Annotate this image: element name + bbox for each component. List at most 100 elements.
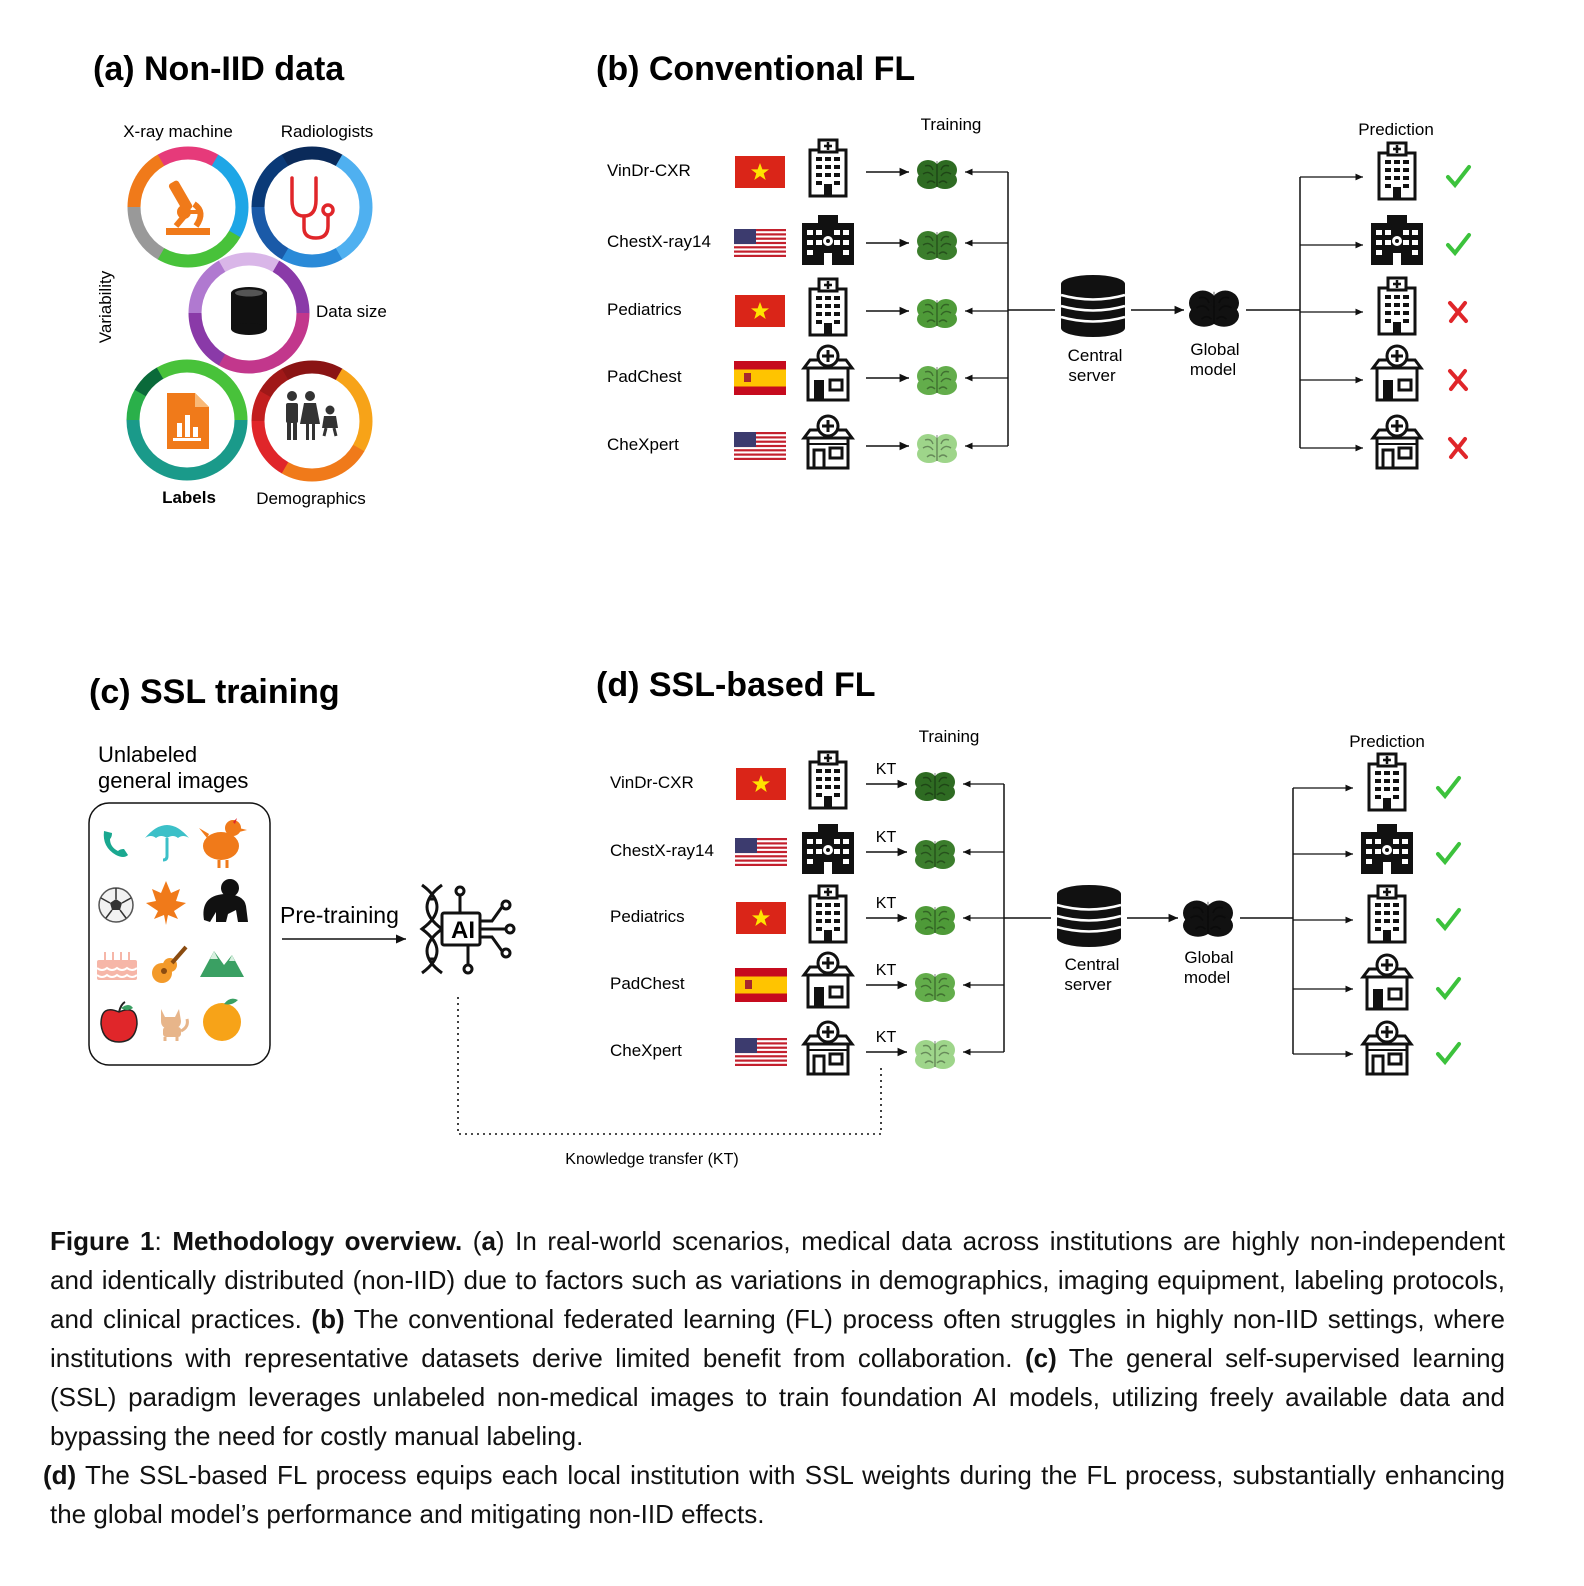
- ring-segment: [311, 461, 343, 482]
- cross-icon: [1448, 437, 1468, 459]
- stethoscope-icon: [290, 176, 335, 240]
- ai-dna-icon: [419, 883, 516, 975]
- panel-b-sites: VinDr-CXRChestX-ray14PediatricsPadChestC…: [607, 138, 958, 470]
- mountain-icon: [200, 951, 244, 977]
- prediction-hospital-icon: [1361, 1020, 1413, 1076]
- prediction-hospital-icon: [1367, 752, 1407, 812]
- panel-d-prediction-label: Prediction: [1349, 732, 1425, 751]
- gorilla-icon: [203, 879, 248, 922]
- radiologists-ring: [251, 146, 373, 268]
- ring-segment: [211, 230, 241, 260]
- local-model-brain-icon: [914, 839, 956, 870]
- ring-segment: [196, 336, 226, 366]
- guitar-icon: [152, 945, 188, 983]
- soccer-ball-icon: [98, 887, 134, 923]
- caption-b-label: (b): [301, 1304, 345, 1334]
- prediction-hospital-icon: [1371, 344, 1423, 402]
- caption-b-text: The conventional federated learning (FL)…: [50, 1304, 1505, 1373]
- hospital-icon: [808, 884, 848, 944]
- local-model-brain-icon: [914, 771, 956, 802]
- ring-segment: [187, 146, 219, 167]
- ring-segment: [126, 389, 147, 421]
- hospital-icon: [808, 138, 848, 198]
- ring-segment: [259, 154, 289, 184]
- flag-us-icon: [735, 1038, 787, 1066]
- check-icon: [1436, 842, 1461, 864]
- site-name: Pediatrics: [607, 300, 682, 319]
- ring-segment: [228, 176, 249, 208]
- ring-segment: [187, 247, 219, 268]
- caption-figure-label: Figure 1: [50, 1226, 155, 1256]
- flag-us-icon: [735, 838, 787, 866]
- prediction-hospital-icon: [1377, 141, 1417, 201]
- ring-segment: [289, 312, 310, 344]
- ring-segment: [248, 252, 280, 273]
- panel-b-global-model-icon: [1188, 289, 1240, 328]
- local-model-brain-icon: [916, 298, 958, 329]
- local-model-brain-icon: [916, 433, 958, 464]
- ring-segment: [259, 444, 289, 474]
- prediction-hospital-icon: [1371, 414, 1423, 470]
- site-name: CheXpert: [607, 435, 679, 454]
- chicken-icon: [199, 818, 247, 868]
- cat-icon: [161, 1009, 189, 1041]
- caption-d-text: The SSL-based FL process equips each loc…: [50, 1460, 1505, 1529]
- flag-vn-icon: [736, 902, 786, 934]
- labels-ring: [126, 359, 248, 481]
- panel-d-global-model-icon: [1182, 899, 1234, 938]
- umbrella-icon: [145, 825, 189, 862]
- ring-segment: [352, 420, 373, 452]
- kt-label: KT: [876, 829, 897, 846]
- ring-segment: [248, 353, 280, 374]
- local-model-brain-icon: [916, 365, 958, 396]
- prediction-hospital-icon: [1361, 824, 1413, 874]
- ring-segment: [272, 336, 302, 366]
- ring-segment: [210, 443, 240, 473]
- panel-b-server-label-1: Central: [1068, 346, 1123, 365]
- database-icon: [231, 287, 267, 335]
- ring-segment: [134, 443, 164, 473]
- site-row: PadChest: [607, 344, 958, 402]
- ring-segment: [352, 206, 373, 238]
- site-row: CheXpert: [607, 414, 958, 470]
- panel-b-global-label-2: model: [1190, 360, 1236, 379]
- panel-d-server-label-2: server: [1064, 975, 1112, 994]
- panel-b-training-label: Training: [921, 115, 982, 134]
- ring-segment: [259, 230, 289, 260]
- site-name: CheXpert: [610, 1041, 682, 1060]
- caption-a-text: In real-world scenarios, medical data ac…: [50, 1226, 1506, 1334]
- ring-segment: [127, 206, 148, 238]
- ring-segment: [126, 419, 147, 451]
- local-model-brain-icon: [916, 230, 958, 261]
- hospital-icon: [802, 824, 854, 874]
- ring-segment: [251, 176, 272, 208]
- microscope-icon: [166, 180, 210, 235]
- ring-segment: [281, 360, 313, 381]
- ring-segment: [281, 247, 313, 268]
- label-radiologists: Radiologists: [281, 122, 374, 141]
- unlabeled-images-box: [88, 802, 271, 1066]
- ring-segment: [210, 367, 240, 397]
- caption-separator: :: [154, 1226, 173, 1256]
- xray-ring: [127, 146, 249, 268]
- panel-c-title: (c) SSL training: [89, 673, 340, 711]
- panel-d-title: (d) SSL-based FL: [596, 666, 876, 704]
- figure-canvas: (a) Non-IID data X-ray machine Radiologi…: [88, 50, 1471, 1168]
- panel-d-server-label-1: Central: [1065, 955, 1120, 974]
- panel-b-server-label-2: server: [1068, 366, 1116, 385]
- ring-segment: [227, 419, 248, 451]
- caption-heading: Methodology overview.: [172, 1226, 463, 1256]
- ring-segment: [156, 359, 188, 380]
- local-model-brain-icon: [914, 972, 956, 1003]
- prediction-hospital-icon: [1367, 884, 1407, 944]
- ring-segment: [311, 360, 343, 381]
- label-xray-machine: X-ray machine: [123, 122, 233, 141]
- ring-segment: [157, 247, 189, 268]
- ring-segment: [335, 444, 365, 474]
